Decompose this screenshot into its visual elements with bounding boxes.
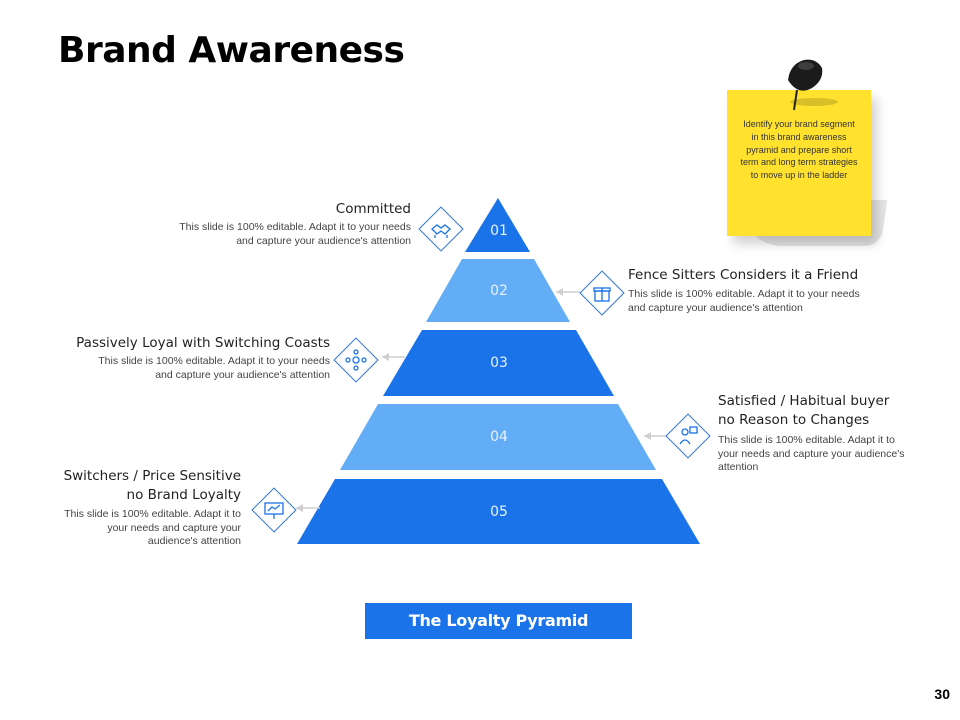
level-icon-frame	[579, 270, 625, 316]
pyramid-level-number: 01	[490, 223, 508, 239]
level-description: This slide is 100% editable. Adapt it to…	[179, 221, 411, 247]
level-heading: Satisfied / Habitual buyer no Reason to C…	[718, 392, 918, 430]
level-description: This slide is 100% editable. Adapt it to…	[718, 434, 905, 473]
pyramid-level-01	[465, 198, 530, 252]
pyramid-level-number: 02	[490, 283, 508, 299]
pyramid-level-number: 05	[490, 504, 508, 520]
level-heading-line: Switchers / Price Sensitive	[63, 468, 241, 484]
presentation-board-icon	[262, 498, 286, 522]
level-heading-line: Passively Loyal with Switching Coasts	[76, 335, 330, 351]
level-heading-line: no Brand Loyalty	[126, 487, 241, 503]
level-heading: Fence Sitters Considers it a Friend	[628, 266, 908, 285]
network-icon	[344, 348, 368, 372]
pushpin-icon	[788, 59, 838, 111]
level-icon-frame	[251, 487, 297, 533]
level-heading-line: Fence Sitters Considers it a Friend	[628, 267, 859, 283]
level-icon-frame	[665, 413, 711, 459]
pyramid-level-number: 04	[490, 429, 508, 445]
level-heading-line: no Reason to Changes	[718, 412, 870, 428]
level-description: This slide is 100% editable. Adapt it to…	[64, 508, 241, 547]
connector-arrowhead-03	[382, 353, 389, 361]
connector-arrowhead-02	[556, 288, 563, 296]
slide-title: Brand Awareness	[58, 30, 405, 71]
pyramid-level-02	[426, 259, 570, 322]
page-number: 30	[934, 686, 950, 702]
level-heading: Switchers / Price Sensitive no Brand Loya…	[40, 467, 241, 505]
sticky-note-text: Identify your brand segment in this bran…	[740, 119, 858, 181]
connector-arrowhead-04	[644, 432, 651, 440]
level-heading: Passively Loyal with Switching Coasts	[60, 334, 330, 353]
pyramid-level-05	[297, 479, 700, 544]
level-heading: Committed	[171, 200, 411, 219]
handshake-icon	[429, 217, 453, 241]
level-description: This slide is 100% editable. Adapt it to…	[98, 355, 330, 381]
level-icon-frame	[333, 337, 379, 383]
person-chart-icon	[676, 424, 700, 448]
level-heading-line: Committed	[335, 201, 411, 217]
level-icon-frame	[418, 206, 464, 252]
connector-arrowhead-05	[296, 504, 303, 512]
level-description: This slide is 100% editable. Adapt it to…	[628, 288, 860, 314]
level-heading-line: Satisfied / Habitual buyer	[718, 393, 890, 409]
gift-icon	[590, 281, 614, 305]
pyramid-level-04	[340, 404, 656, 470]
pyramid-level-03	[383, 330, 614, 396]
pyramid-level-number: 03	[490, 355, 508, 371]
loyalty-pyramid-caption: The Loyalty Pyramid	[365, 603, 632, 639]
sticky-note	[727, 90, 871, 236]
